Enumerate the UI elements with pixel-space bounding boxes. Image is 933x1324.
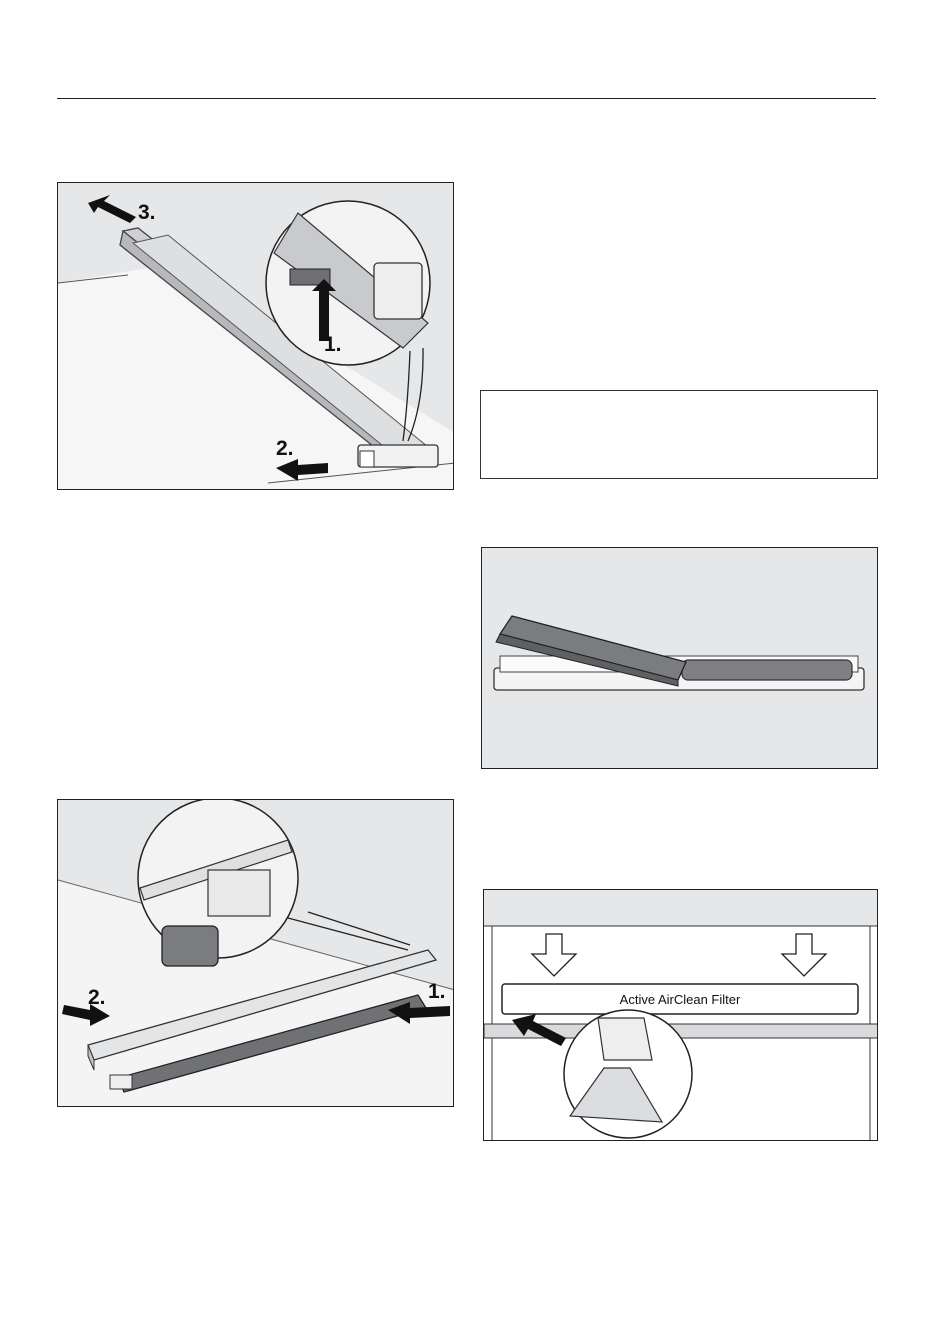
figure-rail-removal: 3. 1. 2.	[57, 182, 454, 490]
step-2-label: 2.	[276, 437, 294, 460]
filter-label: Active AirClean Filter	[620, 992, 741, 1007]
header-rule	[57, 98, 876, 99]
arrow-down-icon	[782, 934, 826, 976]
step-2-label: 2.	[88, 986, 106, 1009]
rail-removal-illustration: 3. 1. 2.	[58, 183, 454, 490]
shelf-removal-illustration: 2. 1.	[58, 800, 454, 1107]
filter-cover-illustration	[482, 548, 878, 769]
figure-filter-insert: Active AirClean Filter	[483, 889, 878, 1141]
step-3-label: 3.	[138, 201, 156, 224]
step-1-label: 1.	[324, 333, 342, 356]
filter-insert-illustration: Active AirClean Filter	[484, 890, 878, 1141]
figure-shelf-removal: 2. 1.	[57, 799, 454, 1107]
note-box	[480, 390, 878, 479]
step-1-label: 1.	[428, 980, 446, 1003]
arrow-down-icon	[532, 934, 576, 976]
figure-filter-cover	[481, 547, 878, 769]
